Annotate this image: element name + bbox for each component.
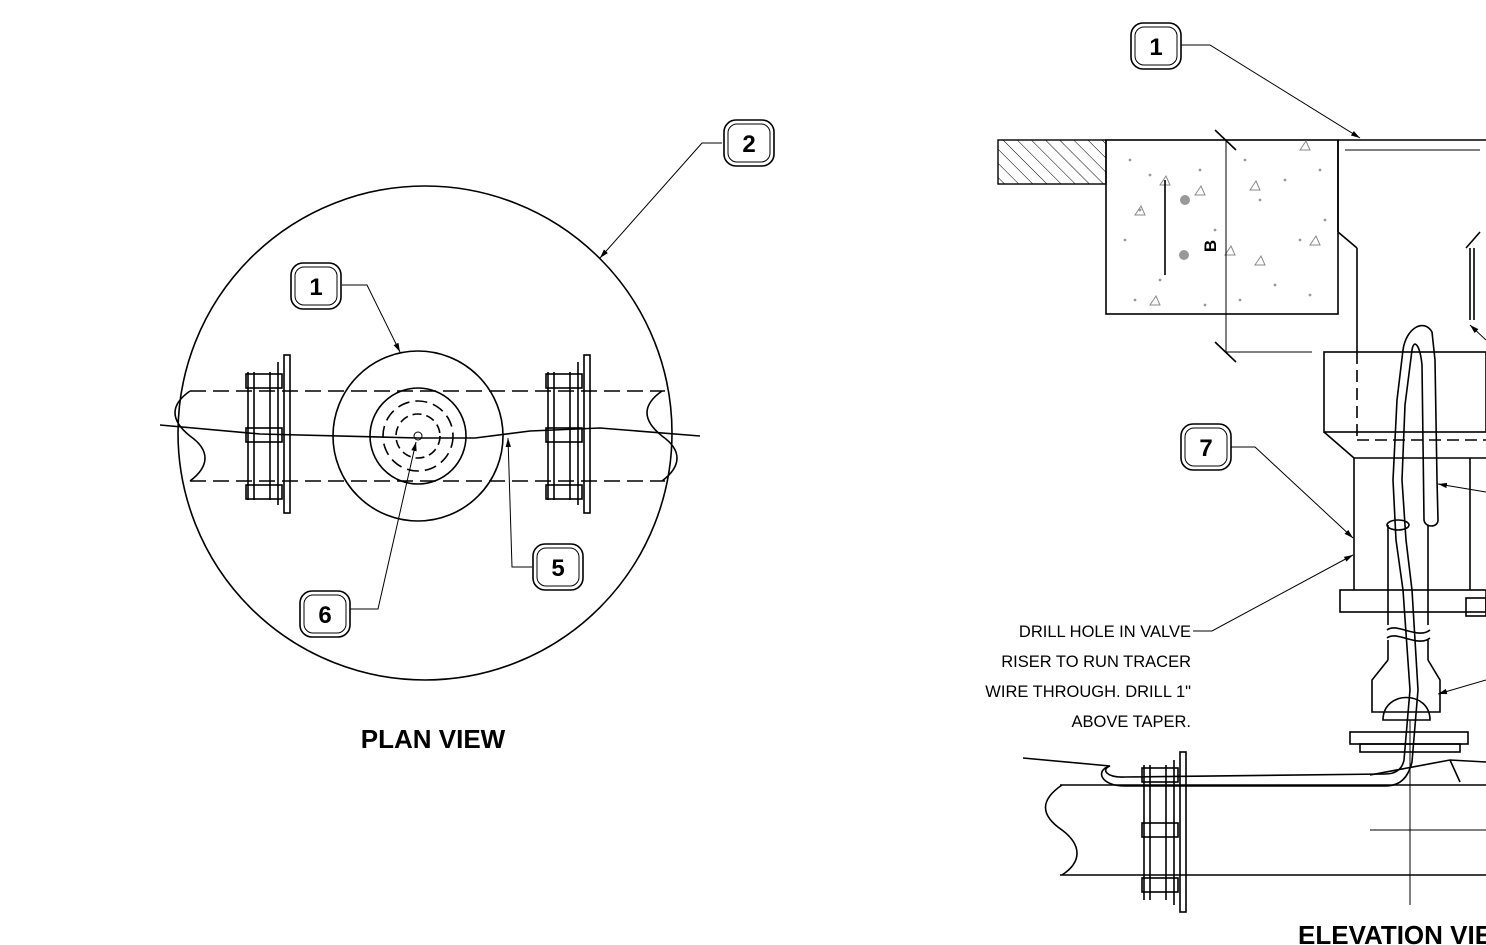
plan-callout-2-label: 2 [742, 131, 755, 158]
plan-flange-right [545, 354, 591, 514]
plan-pipe-break-right [646, 390, 678, 482]
plan-tracer-wire [159, 424, 701, 439]
plan-riser-circle [369, 387, 467, 485]
plan-callout-5-label: 5 [551, 555, 564, 582]
elev-valve-box [1323, 139, 1486, 617]
drill-note-line-1: DRILL HOLE IN VALVE [1019, 623, 1191, 641]
plan-callout-5: 5 [505, 437, 584, 591]
elev-callout-7-label: 7 [1199, 435, 1212, 462]
drill-note-line-2: RISER TO RUN TRACER [1001, 653, 1191, 671]
plan-callout-6: 6 [299, 441, 417, 638]
plan-dashed-ring-inner [395, 413, 441, 459]
elev-concrete-aggregate [1134, 139, 1321, 306]
plan-pipe-break-left [174, 390, 206, 482]
plan-callout-1-label: 1 [309, 274, 322, 301]
elev-concrete-pad [1105, 139, 1339, 315]
elev-flange [1141, 751, 1187, 913]
elev-drill-note: DRILL HOLE IN VALVE RISER TO RUN TRACER … [985, 554, 1354, 731]
elev-callout-7: 7 [1180, 423, 1354, 539]
drill-note-line-3: WIRE THROUGH. DRILL 1" [985, 683, 1191, 701]
elev-callout-1-label: 1 [1149, 34, 1162, 61]
plan-dashed-ring-outer [382, 400, 454, 472]
drill-note-line-4: ABOVE TAPER. [1071, 713, 1191, 731]
elev-concrete-speckle [1123, 158, 1327, 307]
plan-center-point [413, 431, 423, 441]
plan-callout-1: 1 [290, 262, 401, 353]
elev-leader-right-2 [1437, 482, 1486, 493]
plan-view-title: PLAN VIEW [361, 724, 506, 754]
elevation-view: B [985, 22, 1486, 945]
plan-callout-2: 2 [599, 119, 775, 259]
elev-main-pipe [1044, 720, 1486, 905]
elev-dimension-b: B [1201, 129, 1312, 363]
elev-callout-1: 1 [1130, 22, 1361, 139]
elev-valve-riser [1349, 519, 1469, 753]
elev-leader-right-1 [1469, 324, 1486, 341]
elev-dimension-b-label: B [1201, 240, 1220, 252]
plan-flange-left [245, 354, 291, 514]
elevation-view-title: ELEVATION VIEW [1298, 920, 1486, 945]
elev-leader-right-3 [1437, 679, 1486, 695]
elev-hatched-surface [997, 139, 1107, 185]
plan-view: 2 1 5 6 PLAN VIEW [159, 119, 775, 754]
plan-callout-6-label: 6 [318, 602, 331, 629]
